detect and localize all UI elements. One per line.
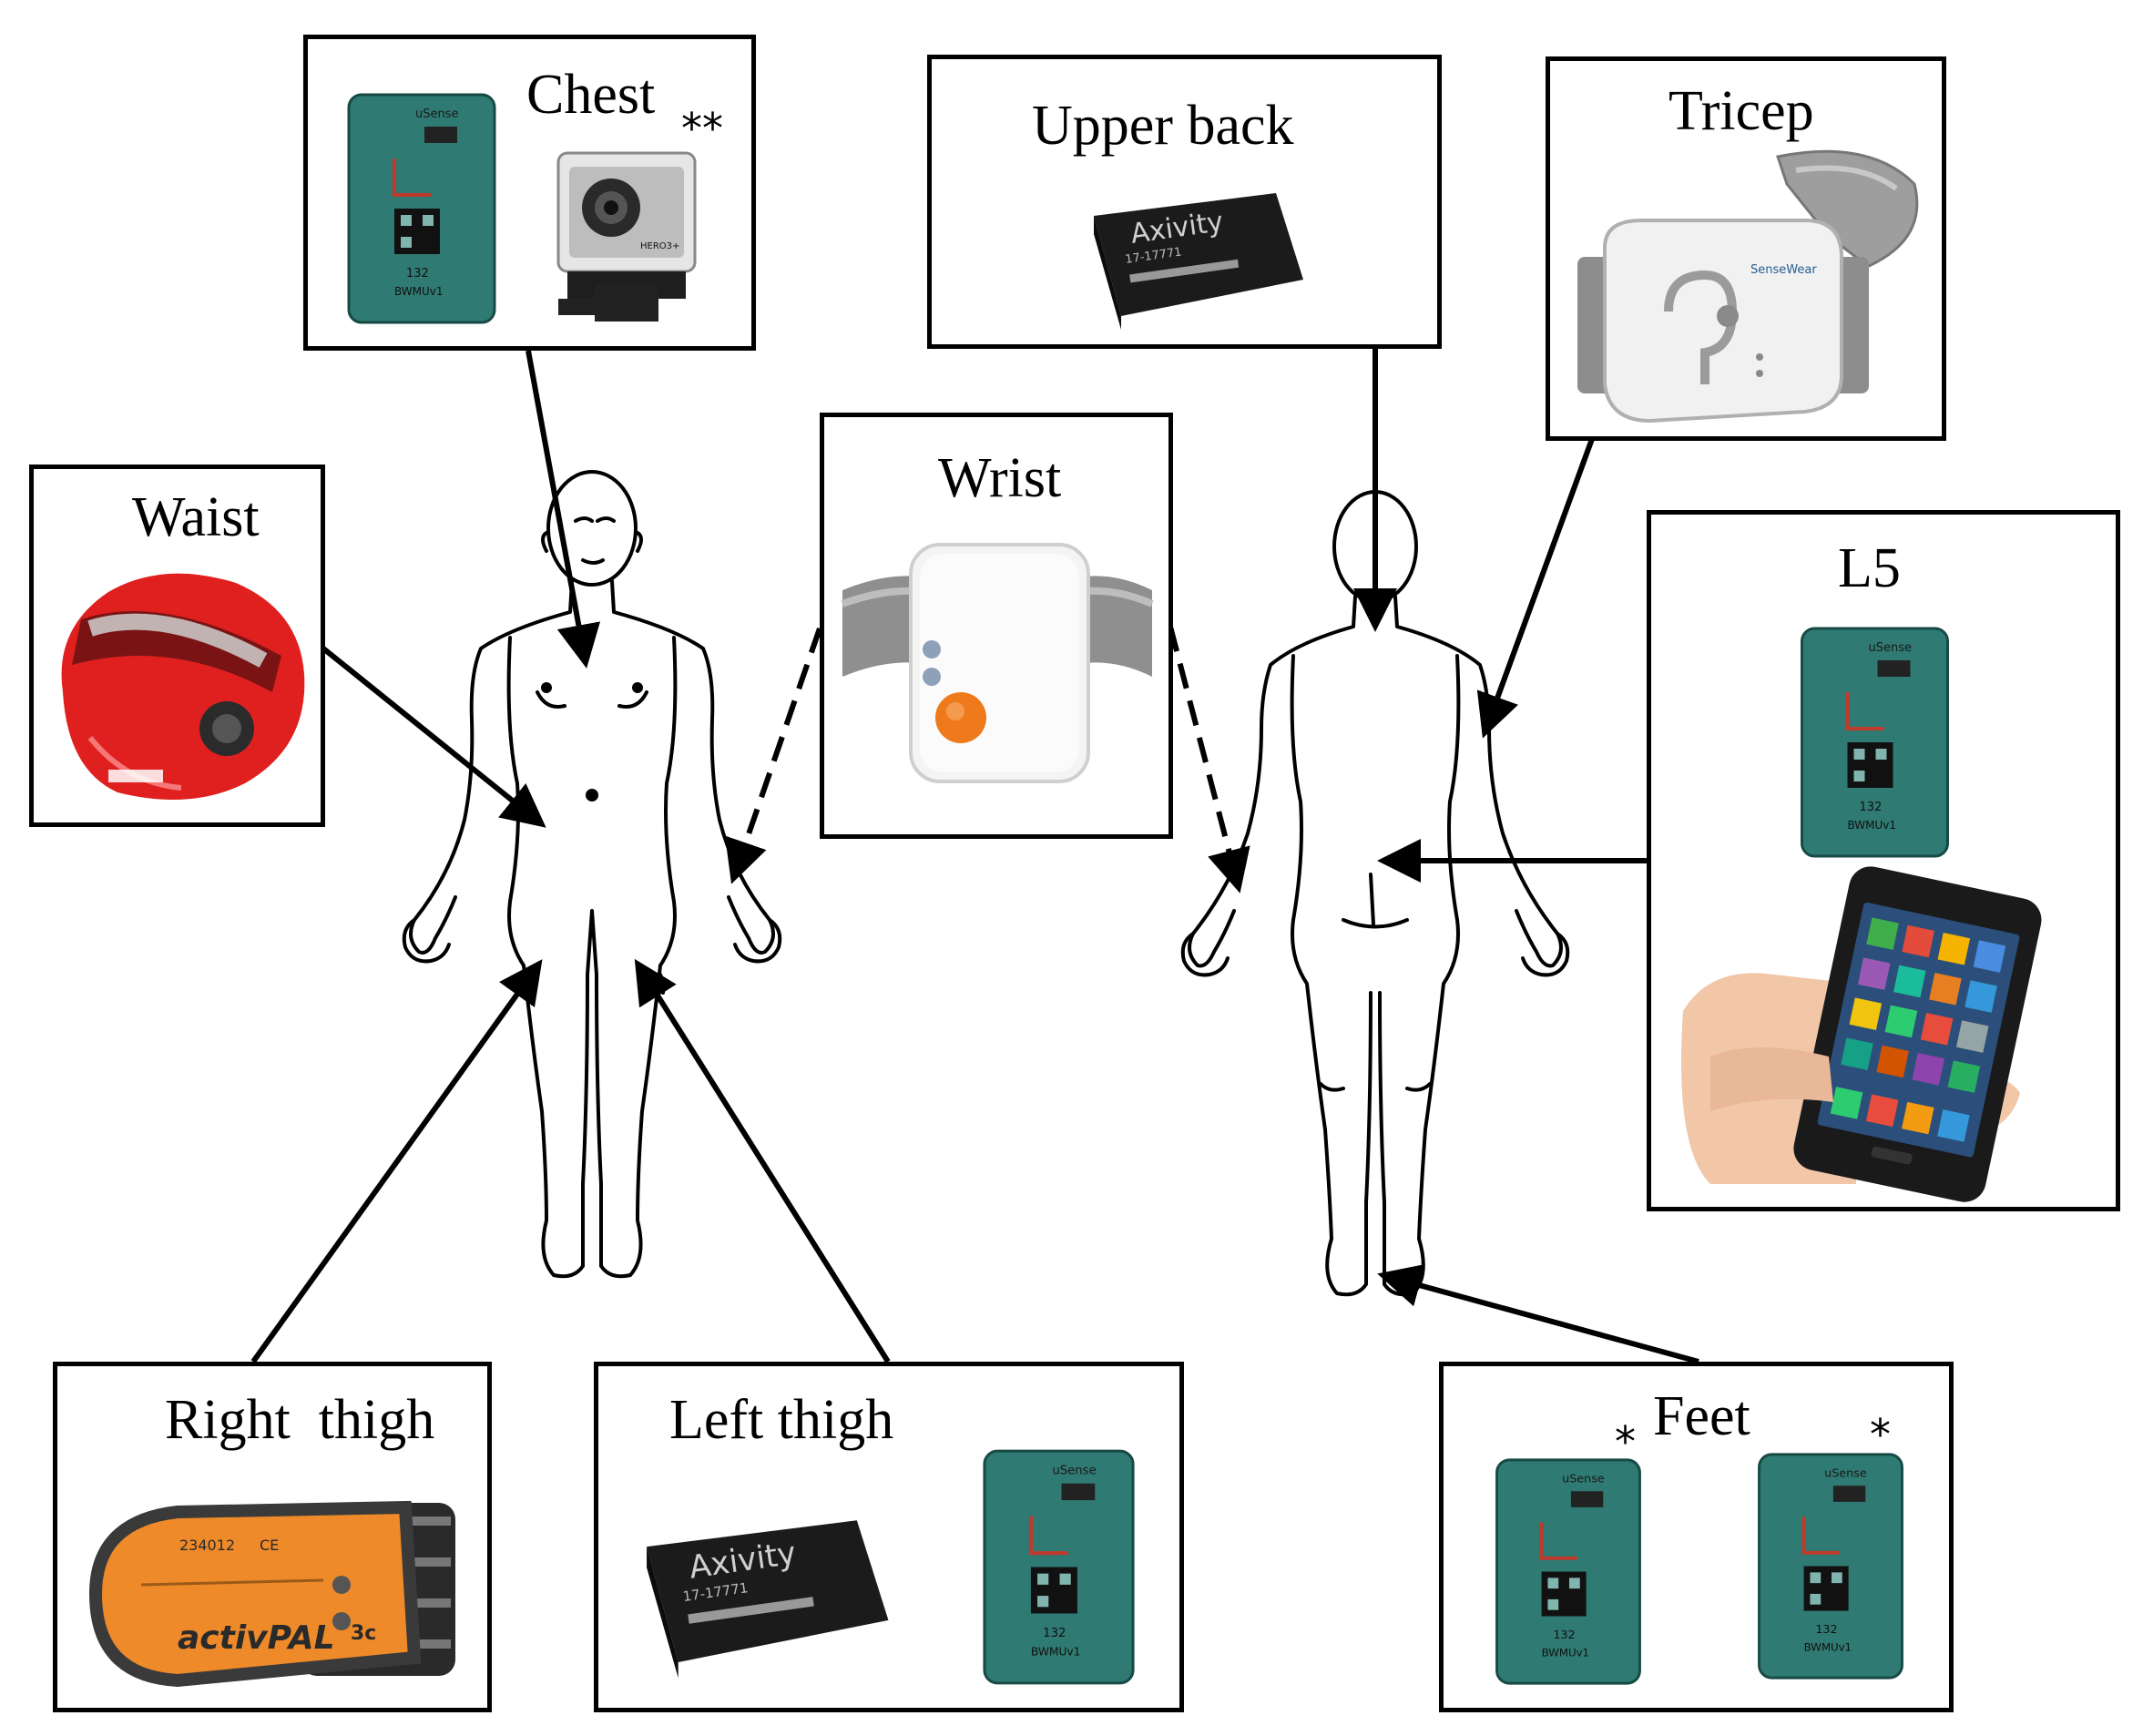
l5-box: L5 uSense 132 BWMUv1	[1647, 510, 2120, 1211]
left-thigh-box: Left thigh Axivity 17-17771 uSense 132 B…	[594, 1362, 1184, 1712]
usense-brand-text: uSense	[1052, 1465, 1096, 1478]
usense-sensor-feet-left: uSense 132 BWMUv1	[1495, 1458, 1641, 1685]
usense-brand-text: uSense	[1562, 1472, 1605, 1486]
sensewear-armband-icon: SenseWear	[1577, 149, 1919, 424]
usense-brand-text: uSense	[1869, 641, 1913, 655]
tricep-label: Tricep	[1668, 80, 1814, 142]
wrist-sensor-icon	[841, 543, 1154, 783]
wrist-box: Wrist	[820, 413, 1173, 839]
usense-number-text: 132	[406, 267, 429, 281]
wrist-label: Wrist	[938, 447, 1062, 509]
feet-marker-right: *	[1870, 1410, 1891, 1459]
activpal-serial-text: 234012	[179, 1537, 235, 1554]
gopro-camera-icon: HERO3+	[556, 151, 697, 322]
activpal-brand-text: activPAL	[178, 1619, 335, 1657]
chest-marker: **	[681, 104, 723, 153]
upper-back-box: Upper back Axivity 17-17771	[927, 55, 1442, 349]
chest-box: Chest ** uSense 132 BWMUv1 HERO3+	[303, 35, 756, 351]
upper-back-label: Upper back	[1032, 95, 1294, 157]
usense-number-text: 132	[1860, 801, 1883, 814]
activpal-sensor-icon: 234012 CE activPAL 3c	[88, 1500, 455, 1688]
tricep-box: Tricep SenseWear	[1546, 56, 1946, 441]
right-thigh-box: Right thigh 234012 CE activPAL 3c	[53, 1362, 492, 1712]
usense-brand-text: uSense	[1824, 1466, 1867, 1480]
usense-number-text: 132	[1815, 1623, 1837, 1637]
usense-sensor-chest: uSense 132 BWMUv1	[347, 93, 496, 324]
gopro-model-text: HERO3+	[640, 241, 679, 251]
back-body-figure	[1180, 490, 1570, 1297]
waist-box: Waist	[29, 465, 325, 827]
front-body-figure	[402, 470, 782, 1279]
activpal-ce-text: CE	[260, 1537, 279, 1554]
usense-sensor-left-thigh: uSense 132 BWMUv1	[983, 1449, 1135, 1685]
l5-label: L5	[1838, 537, 1901, 599]
waist-accelerometer-icon	[61, 573, 305, 800]
usense-code-text: BWMUv1	[1804, 1641, 1852, 1654]
smartphone-in-hand-icon	[1681, 866, 2042, 1202]
usense-code-text: BWMUv1	[394, 285, 444, 298]
usense-sensor-feet-right: uSense 132 BWMUv1	[1758, 1453, 1903, 1680]
chest-label: Chest	[526, 64, 656, 126]
sensewear-brand-text: SenseWear	[1750, 263, 1817, 277]
axivity-sensor-upper-back: Axivity 17-17771	[1094, 193, 1303, 330]
feet-box: Feet * * uSense 132 BWMUv1 uSense 132 BW…	[1439, 1362, 1954, 1712]
usense-code-text: BWMUv1	[1542, 1647, 1589, 1659]
usense-code-text: BWMUv1	[1031, 1645, 1081, 1658]
usense-brand-text: uSense	[415, 107, 459, 121]
right-thigh-label: Right thigh	[165, 1389, 435, 1451]
feet-marker-left: *	[1615, 1417, 1636, 1466]
usense-number-text: 132	[1553, 1629, 1575, 1642]
usense-number-text: 132	[1043, 1627, 1066, 1640]
usense-sensor-l5: uSense 132 BWMUv1	[1801, 627, 1949, 858]
usense-code-text: BWMUv1	[1848, 819, 1897, 832]
axivity-sensor-left-thigh: Axivity 17-17771	[647, 1520, 889, 1679]
left-thigh-label: Left thigh	[669, 1389, 894, 1451]
activpal-model-text: 3c	[351, 1622, 376, 1645]
feet-label: Feet	[1653, 1385, 1750, 1447]
waist-label: Waist	[132, 486, 260, 548]
